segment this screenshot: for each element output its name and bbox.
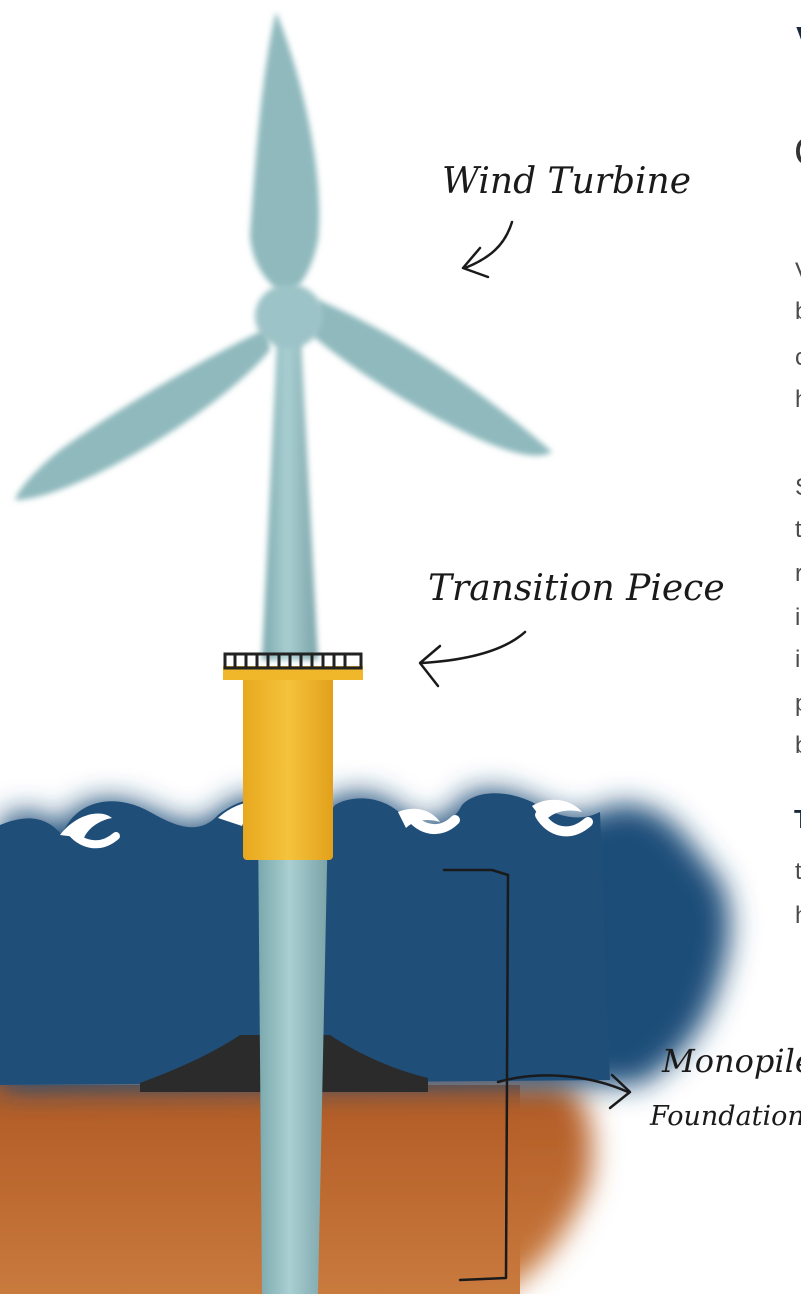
- sea: [0, 790, 730, 1090]
- cut-paragraph-1-line-3: c: [795, 344, 801, 371]
- turbine-blades: [15, 12, 552, 500]
- monopile-label: Monopile: [661, 1042, 801, 1080]
- cut-paragraph-1-line-2: b: [795, 298, 801, 326]
- cut-paragraph-2-line-3: r: [795, 560, 801, 587]
- monopile: [258, 820, 328, 1294]
- cut-paragraph-1-line-4: h: [795, 386, 801, 414]
- cut-paragraph-2-line-2: t: [795, 516, 801, 543]
- transition-piece: [223, 652, 363, 860]
- cut-title-line-1: V: [796, 18, 801, 68]
- turbine-tower: [262, 320, 318, 660]
- platform-railing: [233, 655, 347, 667]
- rotor-hub: [255, 284, 323, 348]
- transition-piece-arrow: [418, 630, 527, 688]
- cut-title-line-2: C: [794, 130, 801, 175]
- cut-paragraph-2-line-6: p: [795, 690, 801, 718]
- cut-paragraph-2-line-7: b: [795, 732, 801, 760]
- transition-piece-label: Transition Piece: [428, 568, 725, 609]
- cut-paragraph-2-line-4: i: [795, 604, 801, 631]
- cut-paragraph-2-line-1: S: [795, 474, 801, 502]
- cut-paragraph-3-line-1: T: [794, 804, 801, 835]
- wind-turbine-arrow: [461, 220, 514, 279]
- wind-turbine-label: Wind Turbine: [442, 161, 691, 202]
- cut-paragraph-3-line-3: h: [795, 902, 801, 930]
- foundation-label: Foundation: [649, 1101, 801, 1132]
- cut-paragraph-1-line-1: V: [795, 258, 801, 286]
- foundation-bracket: [442, 868, 632, 1282]
- cut-off-article-column: V C V b c h S t r i i p b T t h: [790, 0, 801, 1294]
- cut-paragraph-2-line-5: i: [795, 646, 801, 673]
- cut-paragraph-3-line-2: t: [795, 858, 801, 885]
